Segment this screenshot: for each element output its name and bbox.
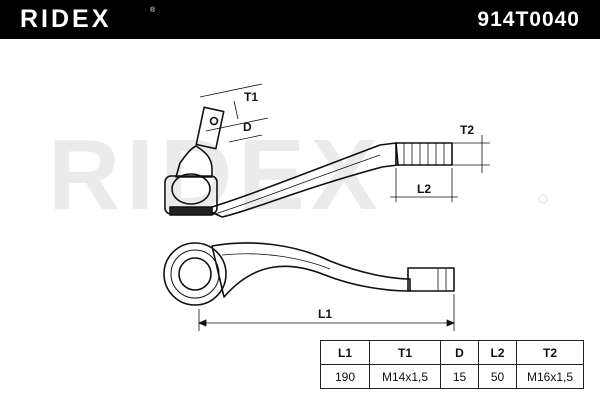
spec-header-row: L1 T1 D L2 T2 (320, 340, 584, 365)
part-number: 914T0040 (477, 8, 580, 31)
dust-boot (175, 145, 213, 178)
tie-rod-end-plan-view (163, 242, 455, 306)
value-l1: 190 (320, 364, 370, 389)
arm-plan-inner (221, 253, 331, 270)
stud-hole (209, 116, 219, 126)
value-l2: 50 (478, 364, 517, 389)
ball-joint (171, 173, 211, 205)
brand-logo: RIDEX (20, 5, 112, 33)
housing-base (169, 206, 213, 216)
watermark-registered-icon (538, 194, 548, 204)
label-l1: L1 (318, 307, 332, 321)
ball-socket (178, 257, 212, 291)
header-bar: RIDEX ® 914T0040 (0, 0, 600, 39)
arm-upper-outline (204, 142, 399, 218)
header-t1: T1 (369, 340, 441, 365)
label-d: D (243, 120, 252, 134)
thread-plan (407, 267, 455, 292)
arm-inner-line (211, 154, 381, 216)
label-t2: T2 (460, 123, 474, 137)
label-t1: T1 (244, 90, 258, 104)
ball-stud (195, 106, 225, 150)
label-l2: L2 (417, 182, 431, 196)
technical-drawing: RIDEX T1 D T2 L2 (48, 83, 548, 331)
housing-outer (163, 242, 227, 306)
tie-rod-end-side-view (164, 106, 453, 218)
spec-value-row: 190 M14x1,5 15 50 M16x1,5 (320, 364, 584, 389)
registered-mark: ® (150, 7, 156, 14)
header-d: D (440, 340, 479, 365)
header-l2: L2 (478, 340, 517, 365)
value-d: 15 (440, 364, 479, 389)
value-t1: M14x1,5 (369, 364, 441, 389)
value-t2: M16x1,5 (516, 364, 584, 389)
spec-table: L1 T1 D L2 T2 190 M14x1,5 15 50 M16x1,5 (320, 340, 584, 389)
arm-plan-outline (211, 242, 411, 298)
thread-t2 (395, 142, 453, 166)
header-t2: T2 (516, 340, 584, 365)
header-l1: L1 (320, 340, 370, 365)
dimension-lines-bottom (197, 294, 456, 331)
dimension-lines-top (199, 83, 490, 202)
